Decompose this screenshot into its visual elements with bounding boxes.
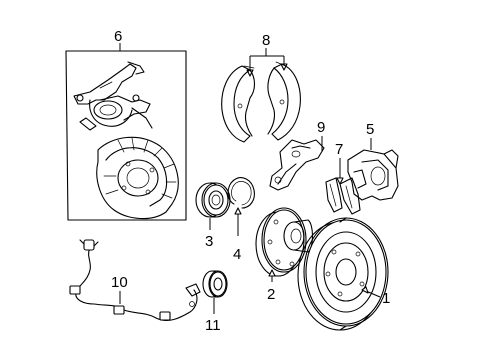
brake-shoe-left [221,65,256,143]
part-6-box [65,50,187,221]
wheel-hub [255,207,314,277]
part-9-group: 9 [269,119,325,191]
part-7-group: 7 [325,141,361,215]
part-11-group: 11 [202,270,228,334]
wheel-bearing [195,182,231,218]
callout-11: 11 [205,317,221,334]
part-10-group: 10 [69,239,201,321]
part-5-group: 5 [347,121,399,201]
brake-pad-left [325,177,343,213]
brake-pad-right [339,177,361,215]
caliper-bracket [269,139,325,191]
dust-shield [96,136,179,220]
callout-5: 5 [366,121,374,138]
part-8-group: 8 [221,32,301,143]
part-2-group: 2 [255,207,314,303]
callout-4: 4 [233,246,241,263]
callout-3: 3 [205,233,213,250]
part-6-group: 6 [65,28,187,221]
callout-1: 1 [382,290,390,307]
callout-9: 9 [317,119,325,136]
abs-sensor-harness [69,239,201,321]
brake-shoe-right [267,61,301,141]
part-1-group: 1 [297,217,390,331]
part-3-group: 3 [195,182,231,250]
hub-nut-seal [202,270,228,298]
callout-2: 2 [267,286,275,303]
callout-6: 6 [114,28,122,45]
part-1-leader [365,290,381,298]
brake-rotor [297,217,389,331]
snap-ring [227,177,255,209]
parking-brake-lever-assembly [73,61,153,131]
callout-8: 8 [262,32,270,49]
callout-10: 10 [111,274,128,291]
brake-caliper [347,149,399,201]
part-4-group: 4 [227,177,255,263]
callout-7: 7 [335,141,343,158]
